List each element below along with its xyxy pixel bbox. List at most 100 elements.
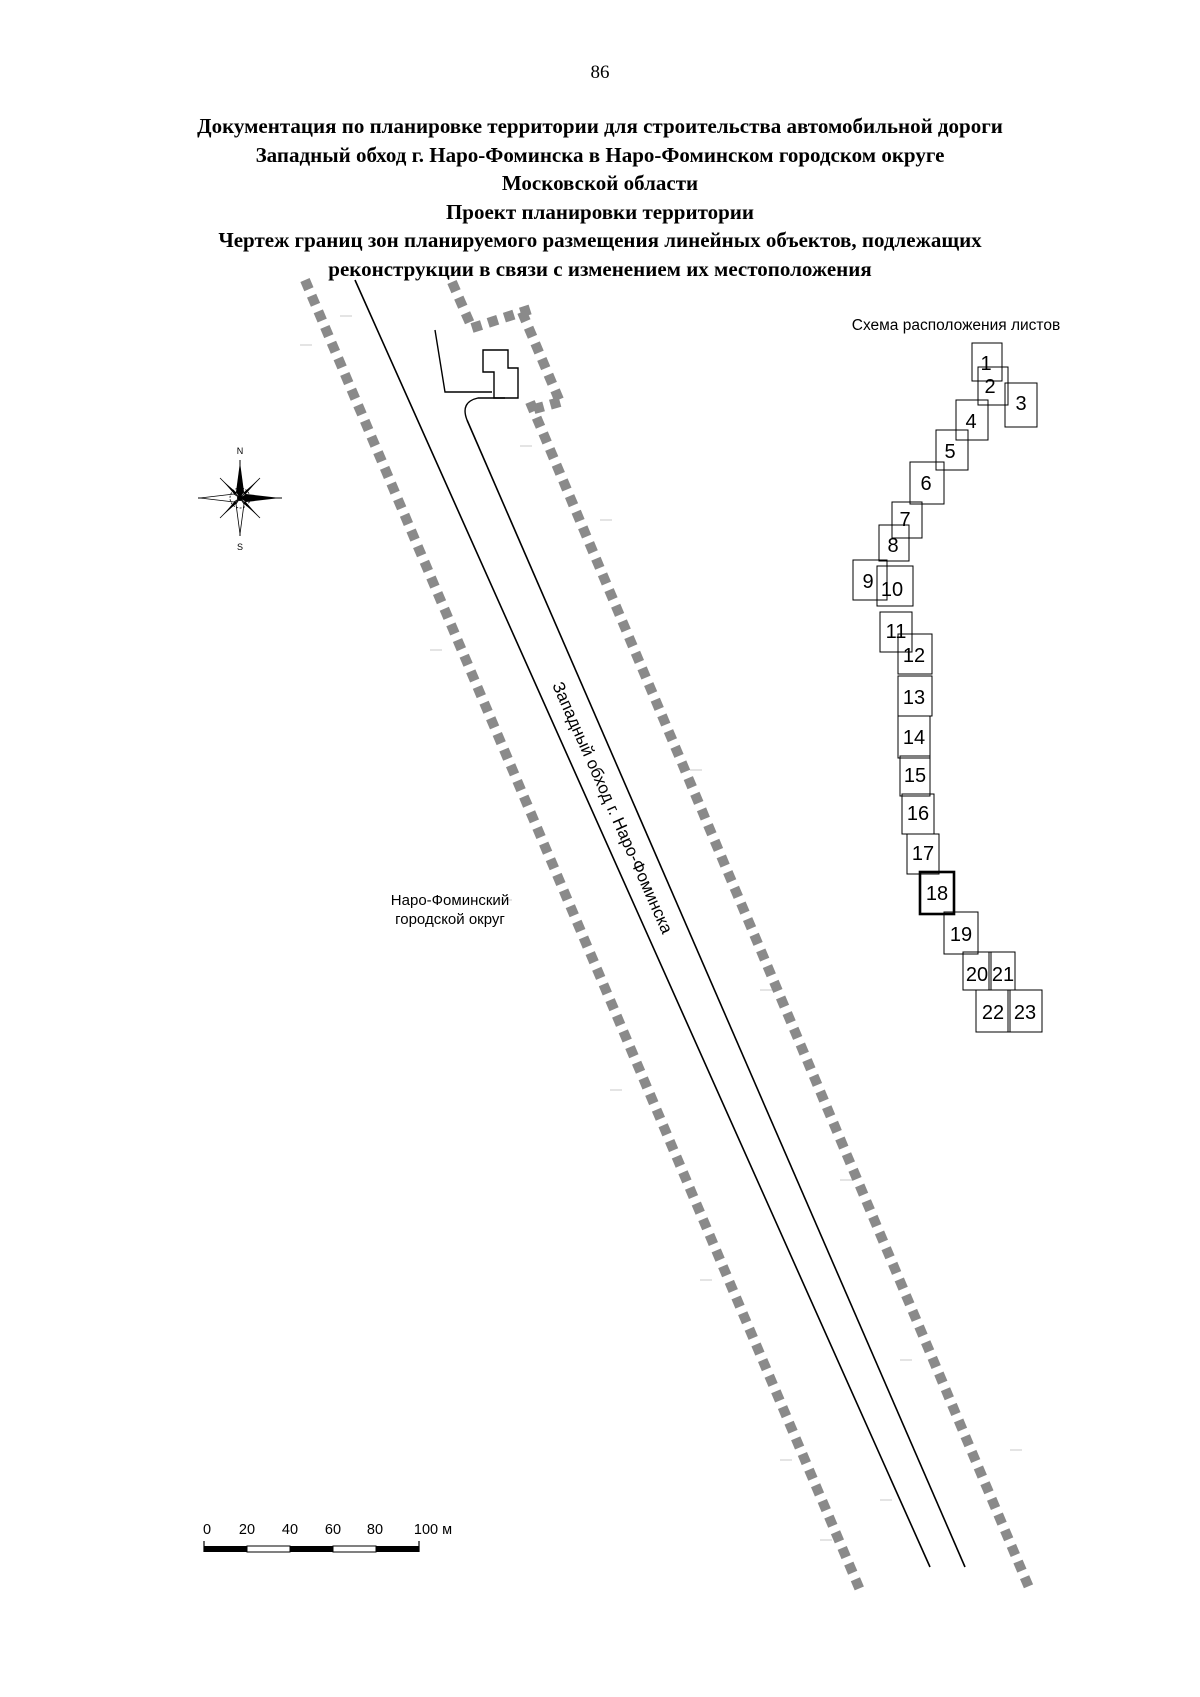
sheet-frame-19 — [943, 911, 979, 955]
sheet-frame-22 — [975, 989, 1011, 1033]
boundary-hatch-mark — [690, 791, 704, 805]
boundary-hatch-mark — [543, 372, 557, 386]
boundary-hatch-mark — [380, 465, 394, 479]
sheet-label-4: 4 — [965, 411, 976, 433]
boundary-hatch-mark — [960, 1434, 974, 1448]
boundary-hatch-mark — [731, 1295, 745, 1309]
boundary-hatch-mark — [565, 904, 579, 918]
boundary-hatch-mark — [558, 478, 572, 492]
boundary-hatch-mark — [764, 1373, 778, 1387]
boundary-notch — [447, 280, 564, 414]
boundary-hatch-mark — [512, 779, 526, 793]
boundary-hatch-mark — [921, 1340, 935, 1354]
title-line: Документация по планировке территории дл… — [197, 114, 1003, 138]
boundary-hatch-mark — [795, 1042, 809, 1056]
boundary-hatch-mark — [538, 431, 552, 445]
sheet-label-2: 2 — [984, 376, 995, 398]
boundary-hatch-mark — [470, 320, 483, 333]
survey-marks — [300, 315, 1022, 1541]
boundary-hatch-mark — [578, 525, 592, 539]
boundary-hatch-mark — [612, 1013, 626, 1027]
boundary-hatch-mark — [762, 964, 776, 978]
boundary-hatch-mark — [524, 325, 538, 339]
boundary-hatch-mark — [894, 1277, 908, 1291]
boundary-hatch-mark — [517, 310, 531, 324]
boundary-hatch-mark — [901, 1293, 915, 1307]
sheet-label-10: 10 — [881, 579, 903, 601]
boundary-hatch-mark — [552, 872, 566, 886]
boundary-hatch-mark — [710, 838, 724, 852]
sheet-label-1: 1 — [980, 353, 991, 375]
boundary-hatch-mark — [934, 1371, 948, 1385]
boundary-hatch-mark — [532, 401, 545, 414]
sheet-label-19: 19 — [950, 924, 972, 946]
boundary-hatch-mark — [537, 357, 551, 371]
boundary-hatch-mark — [499, 747, 513, 761]
boundary-hatch-mark — [848, 1167, 862, 1181]
boundary-hatch-mark — [559, 888, 573, 902]
boundary-hatch-mark — [650, 697, 664, 711]
boundary-hatch-mark — [927, 1355, 941, 1369]
scale-label-80: 80 — [367, 1522, 383, 1538]
scale-label-40: 40 — [282, 1522, 298, 1538]
scale-label-0: 0 — [203, 1522, 211, 1538]
sheet-label-11: 11 — [886, 621, 907, 643]
boundary-hatch-mark — [605, 998, 619, 1012]
sheet-label-8: 8 — [887, 535, 898, 557]
boundary-hatch-mark — [671, 1154, 685, 1168]
boundary-hatch-mark — [703, 823, 717, 837]
boundary-hatch-mark — [987, 1496, 1001, 1510]
title-line: Чертеж границ зон планируемого размещени… — [218, 228, 982, 253]
boundary-hatch-mark — [663, 729, 677, 743]
building-outline — [482, 349, 519, 399]
boundary-hatch-mark — [545, 857, 559, 871]
sheet-label-3: 3 — [1015, 393, 1026, 415]
boundary-hatch-mark — [406, 528, 420, 542]
boundary-hatch-mark — [492, 732, 506, 746]
boundary-hatch-mark — [756, 948, 770, 962]
sheet-label-15: 15 — [904, 765, 926, 787]
sheet-frame-17 — [906, 833, 940, 875]
boundary-hatch-mark — [736, 901, 750, 915]
document-title: Документация по планировке территории дл… — [0, 112, 1200, 284]
boundary-hatch-mark — [657, 713, 671, 727]
boundary-hatch-mark — [1013, 1559, 1027, 1573]
sheet-label-13: 13 — [903, 687, 925, 709]
boundary-hatch-mark — [824, 1514, 838, 1528]
boundary-hatch-mark — [776, 995, 790, 1009]
boundary-hatch-mark — [822, 1105, 836, 1119]
boundary-hatch-mark — [300, 278, 314, 292]
boundary-hatch-mark — [696, 807, 710, 821]
sheet-frame-9 — [852, 559, 888, 601]
boundary-hatch-mark — [386, 481, 400, 495]
boundary-hatch-mark — [804, 1467, 818, 1481]
title-line: Московской области — [501, 171, 699, 196]
boundary-hatch-mark — [550, 388, 564, 402]
boundary-hatch-mark — [828, 1120, 842, 1134]
boundary-hatch-mark — [632, 1060, 646, 1074]
boundary-hatch-mark — [724, 1279, 738, 1293]
sheet-frame-15 — [899, 755, 931, 797]
boundary-hatch-mark — [1006, 1543, 1020, 1557]
boundary-hatch-mark — [572, 919, 586, 933]
boundary-hatch-mark — [618, 1029, 632, 1043]
boundary-hatch-mark — [698, 1217, 712, 1231]
boundary-hatch-mark — [835, 1136, 849, 1150]
boundary-hatch-mark — [433, 591, 447, 605]
boundary-hatch-mark — [841, 1152, 855, 1166]
boundary-hatch-mark — [461, 311, 475, 325]
boundary-hatch-mark — [426, 575, 440, 589]
boundary-hatch-mark — [830, 1530, 844, 1544]
boundary-hatch-mark — [769, 979, 783, 993]
boundary-hatch-mark — [611, 603, 625, 617]
boundary-hatch-mark — [881, 1246, 895, 1260]
boundary-hatch-mark — [591, 556, 605, 570]
boundary-hatch-mark — [868, 1214, 882, 1228]
boundary-hatch-mark — [571, 509, 585, 523]
boundary-hatch-mark — [811, 1483, 825, 1497]
sheet-frame-2 — [977, 366, 1009, 406]
boundary-hatch-mark — [530, 341, 544, 355]
compass-south-label: S — [237, 542, 243, 552]
sheet-frame-4 — [955, 399, 989, 441]
district-label-line-1: Наро-Фоминский — [391, 892, 509, 909]
